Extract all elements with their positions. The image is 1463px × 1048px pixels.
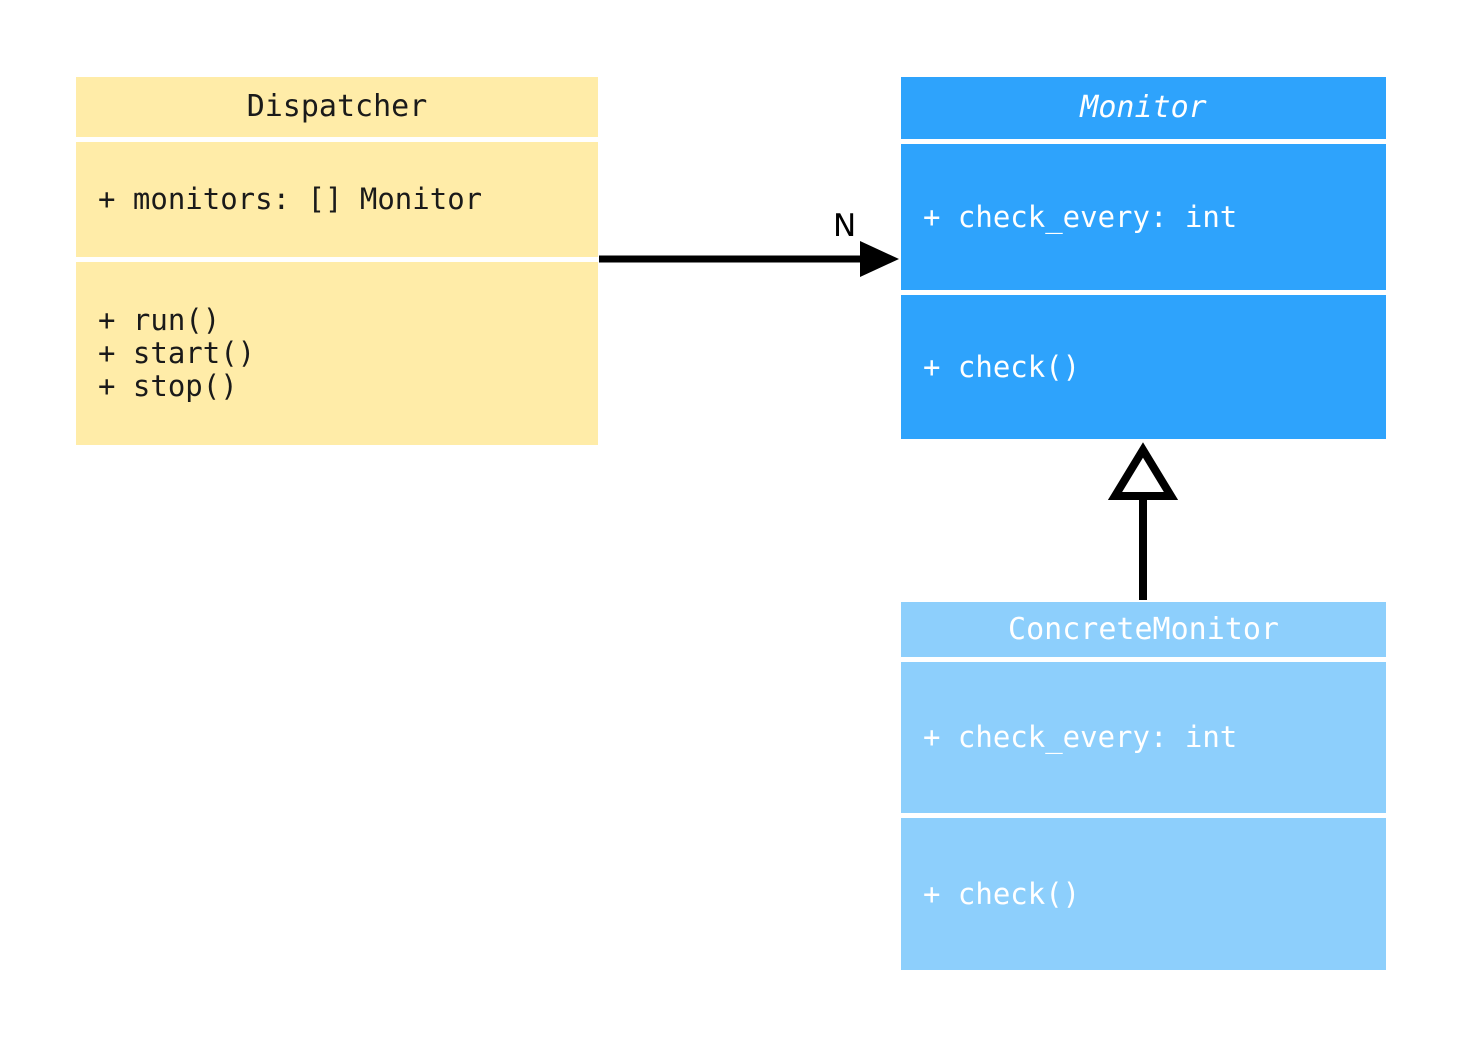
attribute-row: + check_every: int: [923, 720, 1238, 754]
attribute-row: + check_every: int: [923, 199, 1238, 234]
class-name-dispatcher: Dispatcher: [246, 89, 428, 124]
class-methods-compartment-monitor: + check(): [901, 295, 1386, 439]
class-attributes-compartment-dispatcher: + monitors: [] Monitor: [76, 142, 598, 257]
uml-class-monitor[interactable]: Monitor + check_every: int + check(): [901, 77, 1386, 444]
method-row: + check(): [923, 876, 1081, 911]
class-attributes-compartment-monitor: + check_every: int: [901, 144, 1386, 290]
filled-triangle-arrowhead-icon: [860, 241, 899, 277]
uml-class-dispatcher[interactable]: Dispatcher + monitors: [] Monitor + run(…: [76, 77, 598, 445]
generalization-concrete-monitor-to-monitor: [1107, 442, 1179, 600]
class-name-monitor: Monitor: [1080, 90, 1207, 125]
class-title-compartment-monitor: Monitor: [901, 77, 1386, 139]
attribute-row: + monitors: [] Monitor: [98, 182, 483, 216]
hollow-triangle-arrowhead-icon: [1107, 442, 1179, 500]
class-methods-compartment-concrete-monitor: + check(): [901, 818, 1386, 970]
association-dispatcher-to-monitor: [599, 241, 899, 277]
method-row: + run(): [98, 303, 221, 337]
multiplicity-label-n: N: [833, 208, 857, 244]
method-row: + start(): [98, 336, 256, 370]
method-row: + stop(): [98, 369, 238, 403]
class-methods-compartment-dispatcher: + run() + start() + stop(): [76, 262, 598, 445]
uml-class-concrete-monitor[interactable]: ConcreteMonitor + check_every: int + che…: [901, 602, 1386, 970]
class-name-concrete-monitor: ConcreteMonitor: [1008, 611, 1279, 647]
class-title-compartment-concrete-monitor: ConcreteMonitor: [901, 602, 1386, 657]
class-title-compartment-dispatcher: Dispatcher: [76, 77, 598, 137]
method-row: + check(): [923, 349, 1081, 384]
class-attributes-compartment-concrete-monitor: + check_every: int: [901, 662, 1386, 813]
